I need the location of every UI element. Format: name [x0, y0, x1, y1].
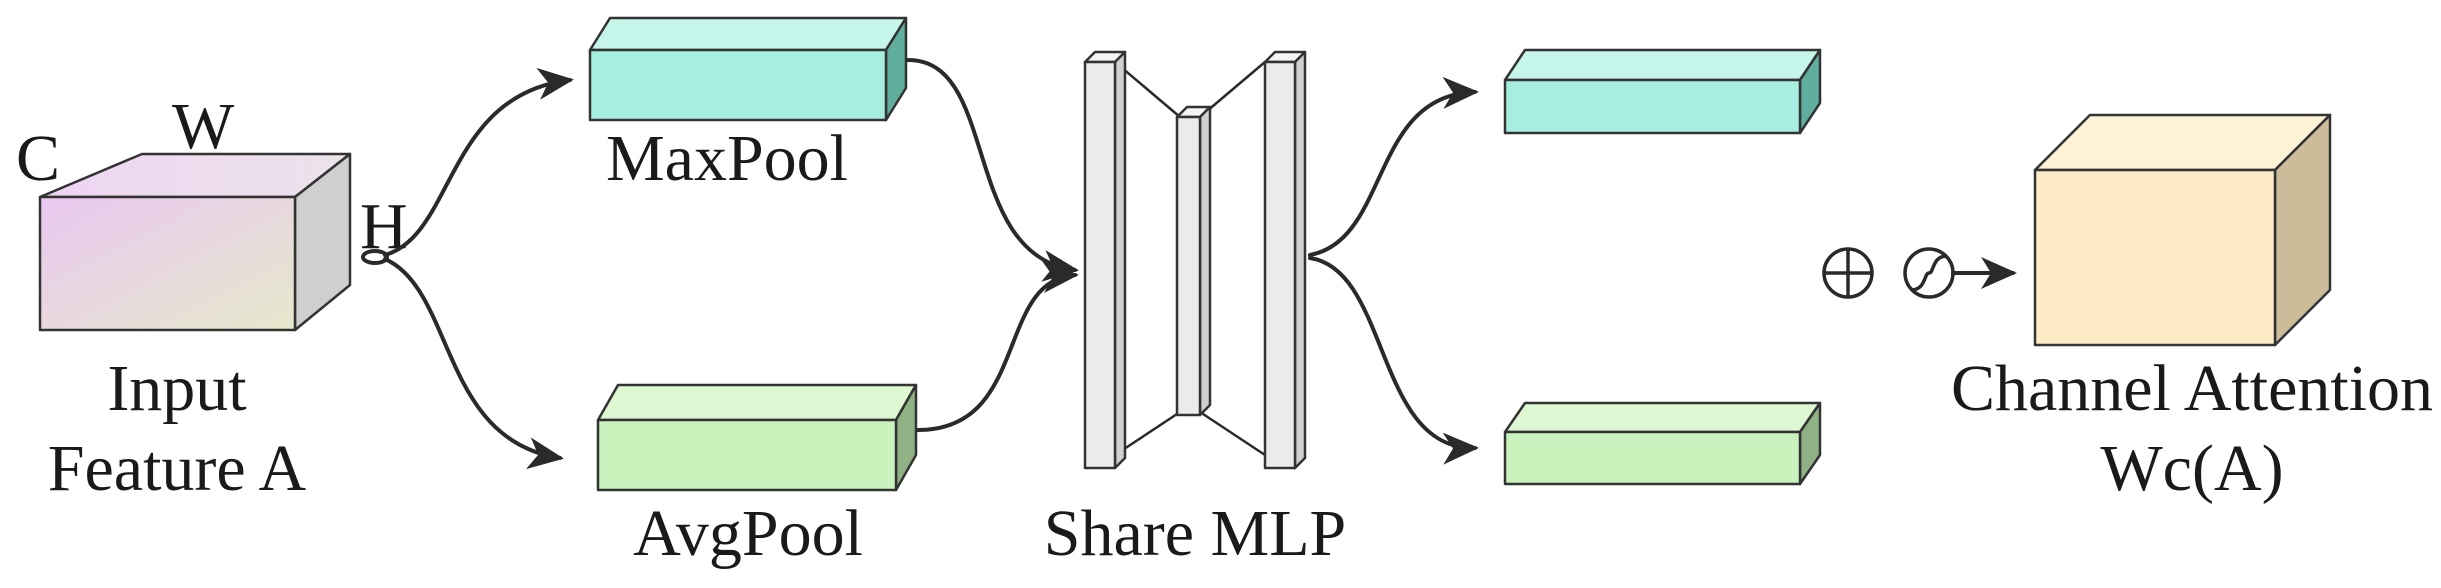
channel-attention-block — [2033, 113, 2332, 347]
attention-caption-line1: Channel Attention — [1951, 352, 2433, 425]
avg-output-vector — [1503, 401, 1822, 486]
avgpool-block-top — [596, 383, 918, 422]
input-feature-block — [38, 152, 352, 332]
flow-to-maxpool — [383, 67, 574, 257]
max-output-vector — [1503, 48, 1822, 135]
mlp-hidden-layer — [1175, 105, 1212, 417]
avgpool-block-front — [596, 418, 898, 492]
flow-maxpool-to-mlp — [906, 58, 1079, 282]
maxpool-block-top — [588, 16, 908, 52]
maxpool-label: MaxPool — [606, 122, 848, 195]
split-node-icon — [361, 249, 389, 265]
flow-to-avgpool — [383, 257, 564, 470]
input-caption-line1: Input — [107, 352, 246, 425]
flow-avgpool-to-mlp — [916, 261, 1079, 432]
maxpool-block — [588, 16, 908, 122]
mlp-output-layer — [1263, 50, 1307, 470]
dim-w-label: W — [172, 90, 235, 163]
mlp-input-layer — [1083, 50, 1127, 470]
attention-caption-line2: Wc(A) — [2100, 432, 2283, 505]
maxpool-block-front — [588, 48, 888, 122]
dim-c-label: C — [16, 122, 60, 195]
flow-mlp-to-max-output — [1308, 76, 1479, 257]
share-mlp-label: Share MLP — [1044, 497, 1346, 570]
add-operator-icon — [1822, 247, 1874, 299]
input-block-front — [38, 195, 297, 332]
sigmoid-icon — [1903, 247, 1955, 299]
avgpool-block — [596, 383, 918, 492]
input-caption-line2: Feature A — [48, 432, 307, 505]
flow-mlp-to-avg-output — [1308, 256, 1479, 465]
share-mlp — [1083, 50, 1307, 470]
avgpool-label: AvgPool — [633, 497, 863, 570]
